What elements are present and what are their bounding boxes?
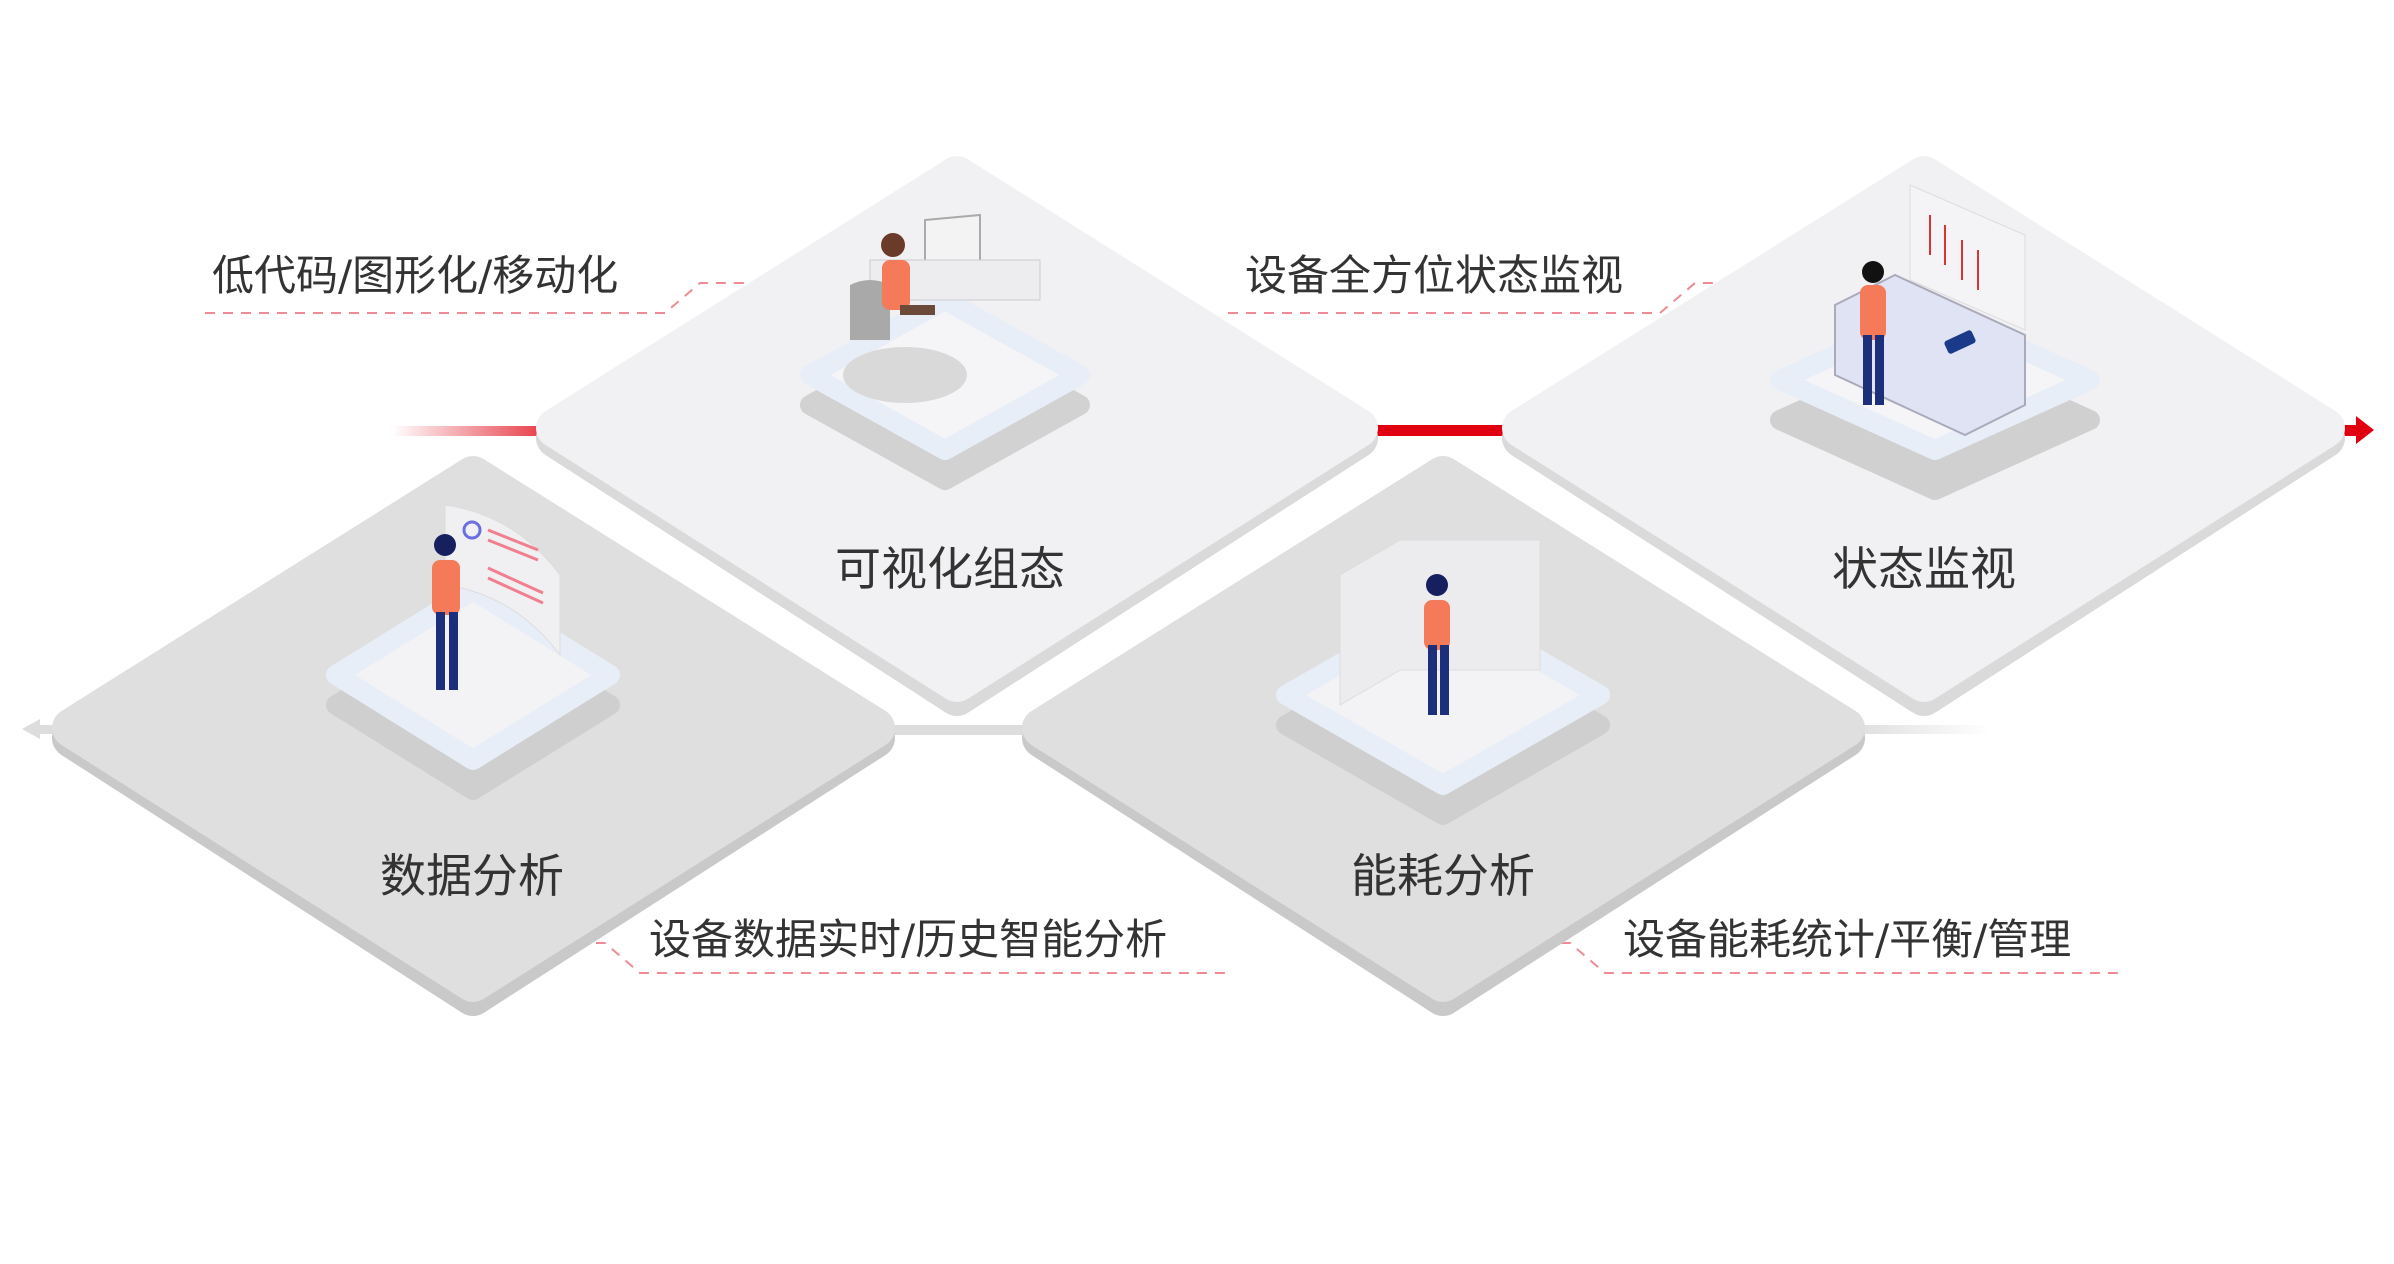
node-label-status-monitor: 状态监视 bbox=[1832, 542, 2016, 596]
red-line-fade bbox=[392, 426, 552, 436]
node-label-energy-analysis: 能耗分析 bbox=[1351, 849, 1535, 903]
description-data-analysis: 设备数据实时/历史智能分析 bbox=[649, 915, 1168, 964]
description-energy-analysis: 设备能耗统计/平衡/管理 bbox=[1623, 915, 2072, 964]
description-status-monitor: 设备全方位状态监视 bbox=[1245, 251, 1624, 300]
red-line-mid bbox=[1362, 425, 1518, 436]
tile-data-analysis bbox=[52, 456, 895, 1016]
arrow-left-icon bbox=[22, 719, 40, 739]
tile-visual-config bbox=[536, 156, 1378, 716]
node-label-visual-config: 可视化组态 bbox=[835, 542, 1065, 596]
tile-status-monitor bbox=[1502, 156, 2345, 716]
description-visual-config: 低代码/图形化/移动化 bbox=[212, 251, 619, 300]
gray-line-mid bbox=[880, 725, 1038, 735]
tile-energy-analysis bbox=[1022, 456, 1865, 1016]
arrow-right-icon bbox=[2356, 416, 2374, 444]
node-label-data-analysis: 数据分析 bbox=[380, 849, 564, 903]
gray-line-fade bbox=[1850, 725, 1990, 734]
